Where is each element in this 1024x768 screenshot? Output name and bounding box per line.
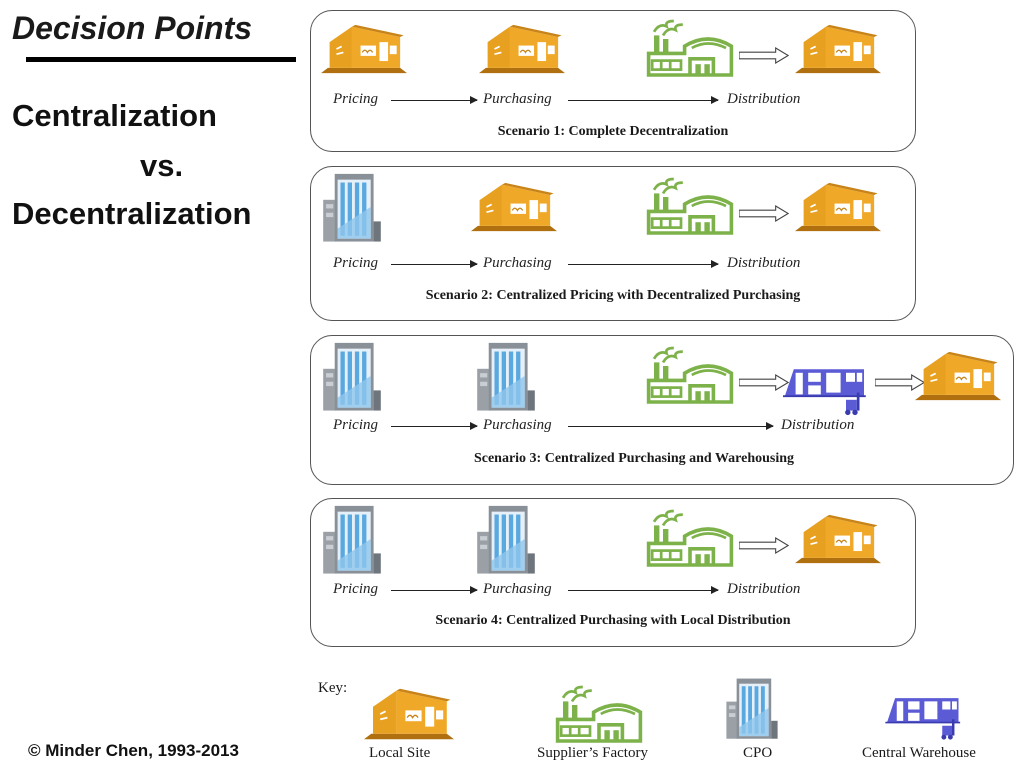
- scenario-1-caption: Scenario 1: Complete Decentralization: [497, 124, 729, 139]
- pricing-label: Pricing: [333, 91, 378, 107]
- local-site-icon: [321, 21, 407, 77]
- cpo-building-icon: [477, 340, 535, 412]
- purchasing-label: Purchasing: [483, 417, 552, 433]
- page-title: Decision Points: [12, 10, 253, 46]
- flow-arrow: [391, 260, 478, 268]
- pricing-label: Pricing: [333, 581, 378, 597]
- hollow-arrow-icon: [739, 374, 789, 391]
- flow-arrow: [568, 96, 719, 104]
- scenario-4-caption: Scenario 4: Centralized Purchasing with …: [435, 613, 791, 628]
- factory-icon: [645, 344, 735, 406]
- hollow-arrow-icon: [739, 47, 789, 64]
- flow-arrow: [568, 260, 719, 268]
- title-underline: [26, 57, 296, 62]
- key-label-suppliers-factory: Supplier’s Factory: [537, 745, 648, 761]
- scenario-3-caption: Scenario 3: Centralized Purchasing and W…: [473, 451, 795, 466]
- flow-arrow: [568, 422, 774, 430]
- distribution-label: Distribution: [727, 255, 801, 271]
- heading-vs: vs.: [140, 148, 184, 183]
- cpo-building-icon: [477, 503, 535, 575]
- pricing-label: Pricing: [333, 255, 378, 271]
- local-site-icon: [915, 348, 1001, 404]
- factory-icon: [645, 17, 735, 79]
- scenario-2-panel: Pricing Purchasing Distribution Scenario…: [310, 166, 916, 321]
- purchasing-label: Purchasing: [483, 91, 552, 107]
- scenario-2-caption: Scenario 2: Centralized Pricing with Dec…: [425, 288, 801, 303]
- local-site-icon: [364, 686, 454, 742]
- cpo-building-icon: [323, 340, 381, 412]
- factory-icon: [645, 507, 735, 569]
- local-site-icon: [479, 21, 565, 77]
- scenario-1-panel: Pricing Purchasing Distribution Scenario…: [310, 10, 916, 152]
- local-site-icon: [795, 179, 881, 235]
- factory-icon: [645, 175, 735, 237]
- key-label-cpo: CPO: [743, 745, 773, 761]
- key-label-local-site: Local Site: [369, 745, 431, 761]
- warehouse-icon: [880, 690, 972, 742]
- flow-arrow: [391, 586, 478, 594]
- flow-arrow: [568, 586, 719, 594]
- distribution-label: Distribution: [781, 417, 855, 433]
- scenario-3-panel: Pricing Purchasing Distribution Scenario…: [310, 335, 1014, 485]
- warehouse-icon: [783, 360, 873, 418]
- cpo-building-icon: [726, 676, 778, 740]
- hollow-arrow-icon: [739, 205, 789, 222]
- flow-arrow: [391, 422, 478, 430]
- purchasing-label: Purchasing: [483, 581, 552, 597]
- distribution-label: Distribution: [727, 91, 801, 107]
- copyright-notice: © Minder Chen, 1993-2013: [28, 741, 239, 760]
- flow-arrow: [391, 96, 478, 104]
- heading-centralization: Centralization: [12, 98, 217, 133]
- scenario-4-panel: Pricing Purchasing Distribution Scenario…: [310, 498, 916, 647]
- hollow-arrow-icon: [739, 537, 789, 554]
- distribution-label: Distribution: [727, 581, 801, 597]
- factory-icon: [554, 684, 644, 744]
- local-site-icon: [795, 21, 881, 77]
- purchasing-label: Purchasing: [483, 255, 552, 271]
- cpo-building-icon: [323, 503, 381, 575]
- cpo-building-icon: [323, 171, 381, 243]
- heading-decentralization: Decentralization: [12, 196, 252, 231]
- pricing-label: Pricing: [333, 417, 378, 433]
- local-site-icon: [471, 179, 557, 235]
- key-label-central-warehouse: Central Warehouse: [862, 745, 976, 761]
- local-site-icon: [795, 511, 881, 567]
- key-title: Key:: [318, 680, 348, 696]
